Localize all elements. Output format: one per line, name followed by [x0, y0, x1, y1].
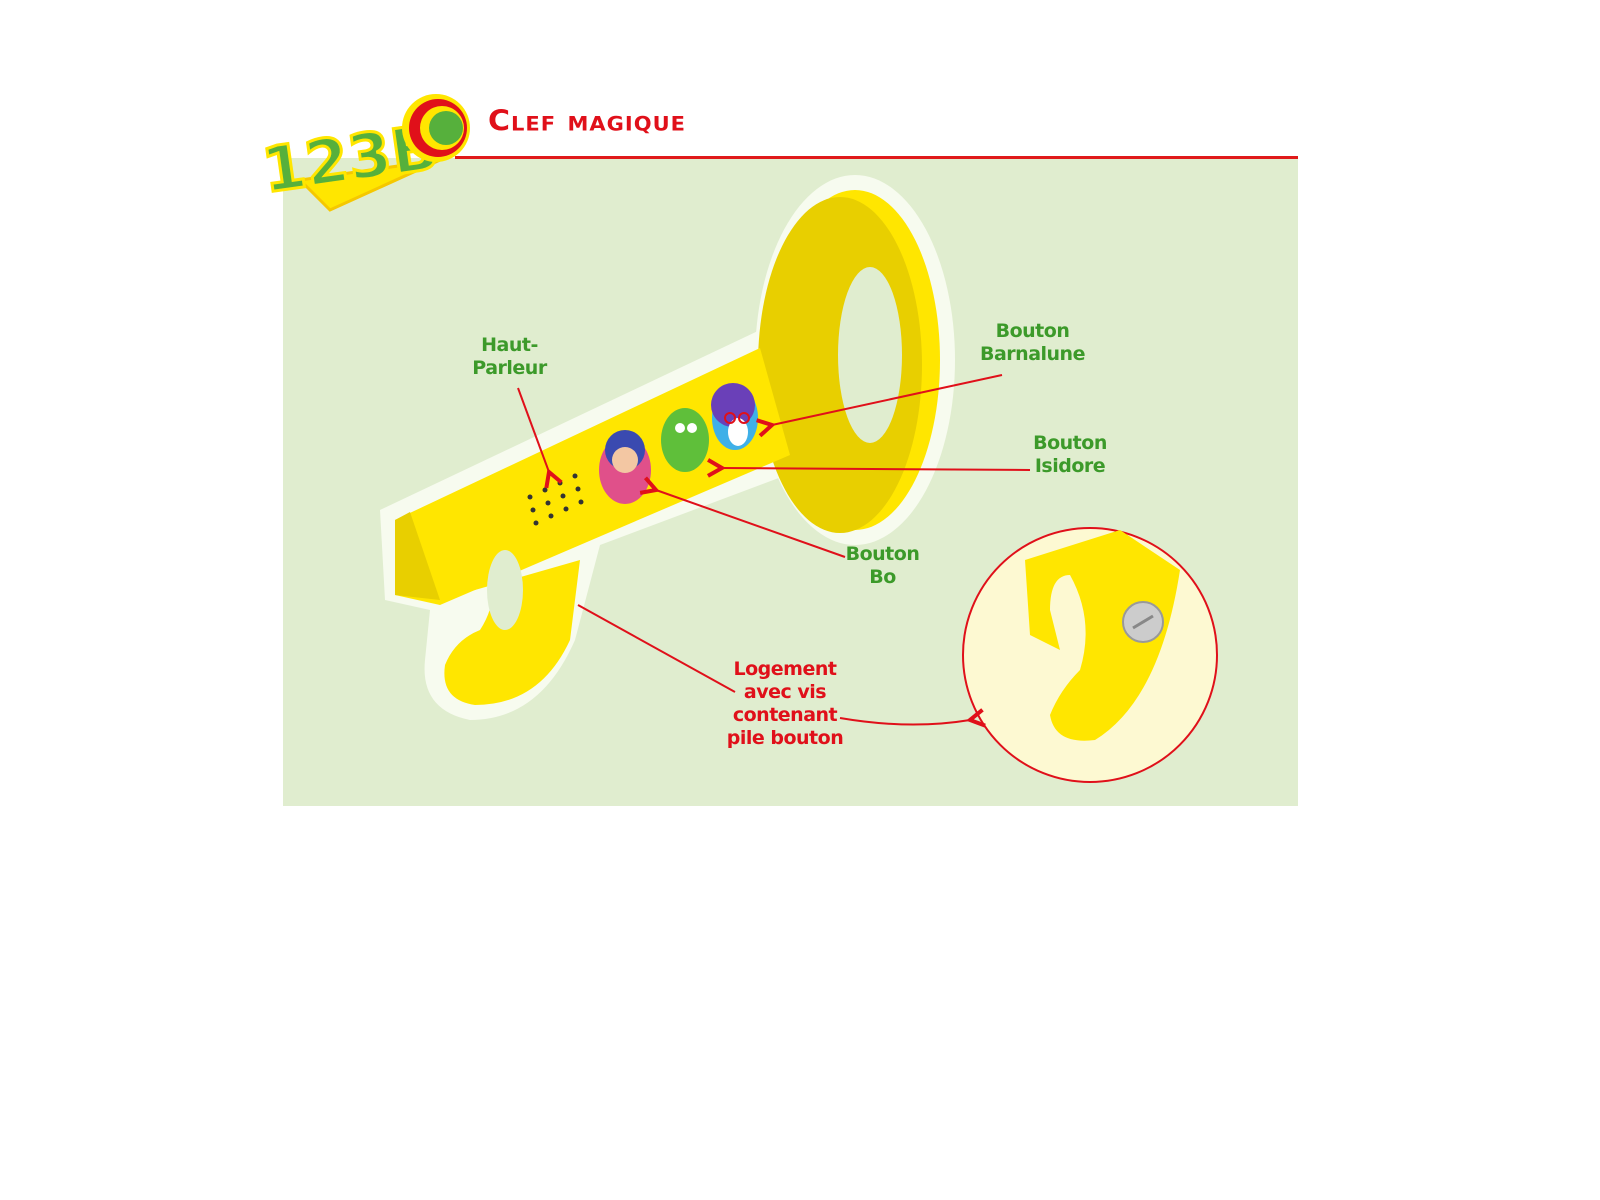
header-rule — [455, 156, 1298, 159]
label-button-isidore: Bouton Isidore — [1033, 432, 1107, 477]
bo-button-icon — [599, 430, 651, 504]
leader-lines — [517, 374, 1031, 725]
page-title: Clef magique — [488, 104, 686, 139]
label-button-barnalune: Bouton Barnalune — [980, 320, 1085, 365]
label-button-bo: Bouton Bo — [845, 543, 920, 588]
barnalune-button-icon — [711, 383, 758, 450]
label-battery-housing: Logement avec vis contenant pile bouton — [726, 658, 844, 749]
key — [380, 175, 955, 720]
label-speaker: Haut- Parleur — [472, 334, 547, 379]
isidore-button-icon — [661, 408, 709, 472]
battery-inset — [962, 527, 1218, 783]
logo-123bo: 123B — [256, 94, 470, 212]
